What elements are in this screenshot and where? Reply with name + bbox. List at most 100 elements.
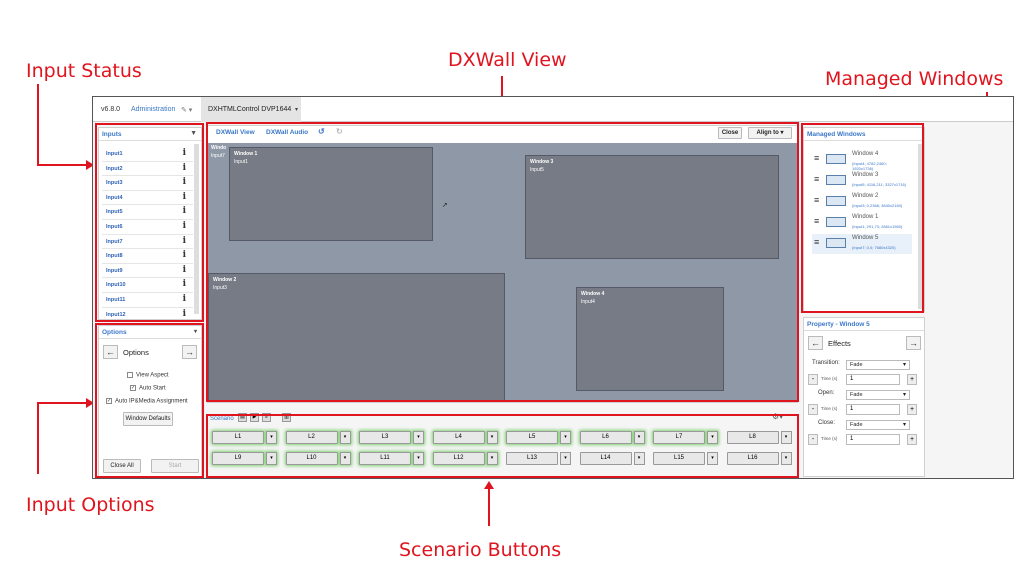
checkbox-checked[interactable]: ✓ [106,398,112,404]
transition-time-plus[interactable]: + [907,374,917,385]
options-next-button[interactable]: → [182,345,197,359]
puzzle-icon[interactable]: ✎ ▾ [181,107,193,114]
managed-window-item[interactable]: ≡Window 4(Input4; 4782,2460;1920x1736) [812,150,912,171]
drag-handle-icon[interactable]: ≡ [814,153,820,163]
checkbox-unchecked[interactable] [127,372,133,378]
info-icon[interactable]: i [182,293,186,304]
inputs-scrollbar[interactable] [194,144,199,314]
info-icon[interactable]: i [182,220,186,231]
effects-next-button[interactable]: → [906,336,921,350]
close-all-button[interactable]: Close All [103,459,141,473]
managed-window-item[interactable]: ≡Window 1(Input1; 291,73; 2861x1960) [812,213,912,233]
chevron-down-icon[interactable]: ▾ [193,329,197,335]
scenario-extra-icon[interactable]: ▥ [282,413,291,422]
tab-dxwall-audio[interactable]: DXWall Audio [266,129,309,136]
redo-icon[interactable]: ↻ [336,127,343,136]
scenario-button[interactable]: L15 [653,452,705,465]
scenario-button[interactable]: L11 [359,452,411,465]
open-time-plus[interactable]: + [907,404,917,415]
scenario-button[interactable]: L16 [726,452,779,465]
scenario-button[interactable]: L4 [432,431,485,444]
scenario-dropdown-button[interactable]: ▾ [266,452,277,465]
scenario-button[interactable]: L5 [506,431,558,444]
transition-select[interactable]: Fade [846,360,910,370]
scenario-button[interactable]: L3 [359,431,411,444]
scenario-button[interactable]: L12 [432,452,485,465]
scenario-button[interactable]: L8 [726,431,779,444]
window-defaults-button[interactable]: Window Defaults [123,412,173,426]
start-button[interactable]: Start [151,459,199,473]
scenario-button[interactable]: L10 [285,452,338,465]
scenario-button[interactable]: L9 [212,452,264,465]
administration-link[interactable]: Administration [131,106,176,113]
auto-ip-checkbox[interactable]: ✓Auto IP&Media Assignment [106,398,188,405]
scenario-button[interactable]: L2 [285,431,338,444]
close-select[interactable]: Fade [846,420,910,430]
info-icon[interactable]: i [182,177,186,188]
drag-handle-icon[interactable]: ≡ [814,195,820,205]
info-icon[interactable]: i [182,206,186,217]
drag-handle-icon[interactable]: ≡ [814,237,820,247]
scenario-play-icon[interactable]: ▶ [250,413,259,422]
info-icon[interactable]: i [182,279,186,290]
transition-time-input[interactable]: 1 [846,374,900,385]
scenario-list-icon[interactable]: ≡ [262,413,271,422]
checkbox-checked[interactable]: ✓ [130,385,136,391]
scenario-dropdown-button[interactable]: ▾ [633,452,645,465]
scenario-dropdown-button[interactable]: ▾ [486,452,498,465]
scenario-dropdown-button[interactable]: ▾ [707,431,718,444]
managed-window-item[interactable]: ≡Window 3(Input5; 4116,211; 3327x1716) [812,171,912,191]
align-to-button[interactable]: Align to ▾ [748,127,792,139]
close-button[interactable]: Close [718,127,742,139]
drag-handle-icon[interactable]: ≡ [814,216,820,226]
scenario-button[interactable]: L1 [212,431,264,444]
scenario-dropdown-button[interactable]: ▾ [413,452,424,465]
scenario-dropdown-button[interactable]: ▾ [560,431,571,444]
info-icon[interactable]: i [182,235,186,246]
effects-prev-button[interactable]: ← [808,336,823,350]
scenario-button[interactable]: L6 [579,431,632,444]
close-time-plus[interactable]: + [907,434,917,445]
scenario-dropdown-button[interactable]: ▾ [780,452,792,465]
info-icon[interactable]: i [182,148,186,158]
transition-time-minus[interactable]: - [808,374,818,385]
undo-icon[interactable]: ↺ [318,127,325,136]
scenario-button[interactable]: L13 [506,452,558,465]
info-icon[interactable]: i [182,162,186,173]
scenario-dropdown-button[interactable]: ▾ [780,431,792,444]
managed-window-item[interactable]: ≡Window 2(Input3; 0,2368; 3840x2160) [812,192,912,212]
close-time-input[interactable]: 1 [846,434,900,445]
drag-handle-icon[interactable]: ≡ [814,174,820,184]
scenario-dropdown-button[interactable]: ▾ [339,452,351,465]
open-time-input[interactable]: 1 [846,404,900,415]
info-icon[interactable]: i [182,308,186,319]
gear-icon[interactable]: ⚙▾ [772,412,784,421]
options-prev-button[interactable]: ← [103,345,118,359]
scenario-dropdown-button[interactable]: ▾ [339,431,351,444]
managed-scrollbar[interactable] [918,144,923,309]
info-icon[interactable]: i [182,264,186,275]
scenario-dropdown-button[interactable]: ▾ [633,431,645,444]
info-icon[interactable]: i [182,191,186,202]
scenario-dropdown-button[interactable]: ▾ [413,431,424,444]
open-select[interactable]: Fade [846,390,910,400]
tab-dxwall-view[interactable]: DXWall View [216,129,255,136]
auto-start-checkbox[interactable]: ✓Auto Start [130,385,166,392]
control-tab[interactable]: DXHTMLControl DVP1644 ▾ [201,97,301,122]
filter-icon[interactable]: ▼ [190,130,197,137]
scenario-button[interactable]: L14 [579,452,632,465]
scenario-button[interactable]: L7 [653,431,705,444]
managed-window-item[interactable]: ≡Window 5(Input7; 0,0; 7680x4320) [812,234,912,254]
